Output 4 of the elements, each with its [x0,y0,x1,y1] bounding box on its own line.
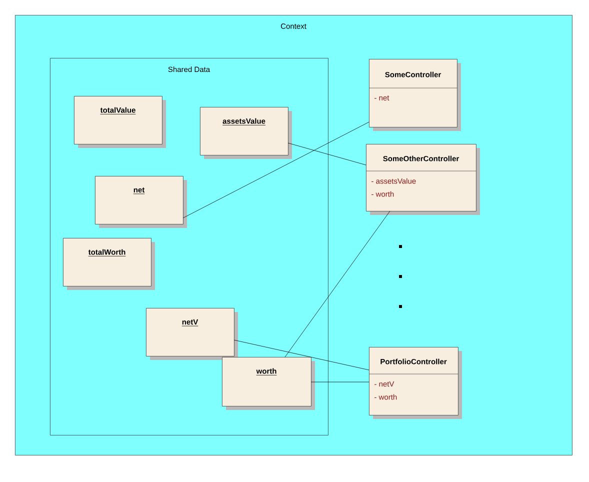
connector-line [234,340,370,370]
connector-line [288,142,366,166]
connector-line [284,210,390,358]
connector-line [182,122,370,218]
